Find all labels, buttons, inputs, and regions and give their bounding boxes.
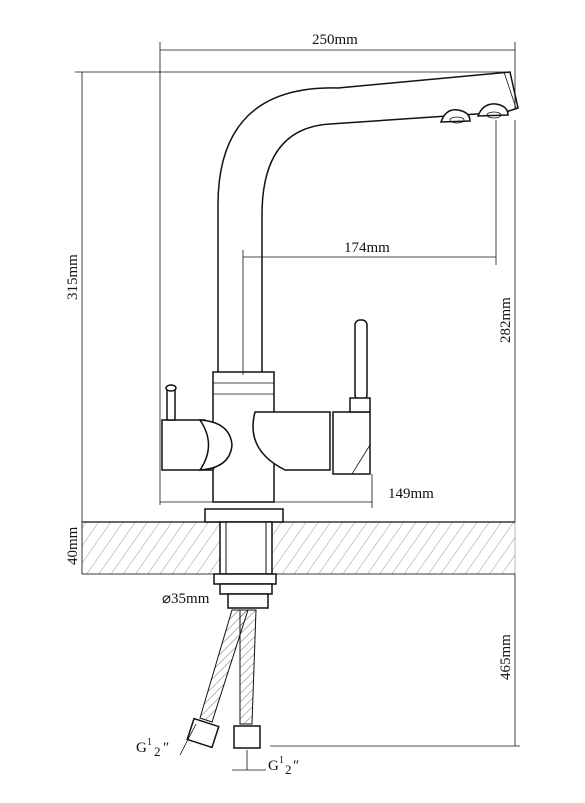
svg-text:2: 2 — [154, 744, 161, 759]
hole-diameter-label: ⌀35mm — [162, 591, 210, 607]
width-total-label: 250mm — [312, 32, 358, 48]
body-width-label: 149mm — [388, 486, 434, 502]
svg-text:2: 2 — [285, 762, 292, 777]
svg-text:1: 1 — [279, 755, 284, 766]
svg-text:″: ″ — [293, 758, 299, 774]
spout-height-label: 282mm — [498, 297, 514, 343]
flexible-hoses — [186, 609, 261, 749]
thread-left-label: G 1 2 ″ — [136, 737, 169, 759]
height-total-label: 315mm — [65, 254, 81, 300]
right-handle — [252, 319, 371, 475]
dimension-lines — [75, 42, 520, 771]
reach-label: 174mm — [344, 240, 390, 256]
thread-right-label: G 1 2 ″ — [268, 755, 299, 777]
svg-text:″: ″ — [163, 740, 169, 756]
countertop — [81, 521, 516, 575]
counter-thickness-label: 40mm — [65, 526, 81, 565]
spout-outlets — [439, 103, 509, 124]
hose-length-label: 465mm — [498, 634, 514, 680]
svg-text:G: G — [136, 740, 147, 756]
svg-text:G: G — [268, 758, 279, 774]
spout — [217, 71, 519, 374]
svg-text:1: 1 — [147, 737, 152, 748]
mounting-base — [204, 508, 284, 609]
left-handle — [161, 384, 233, 471]
